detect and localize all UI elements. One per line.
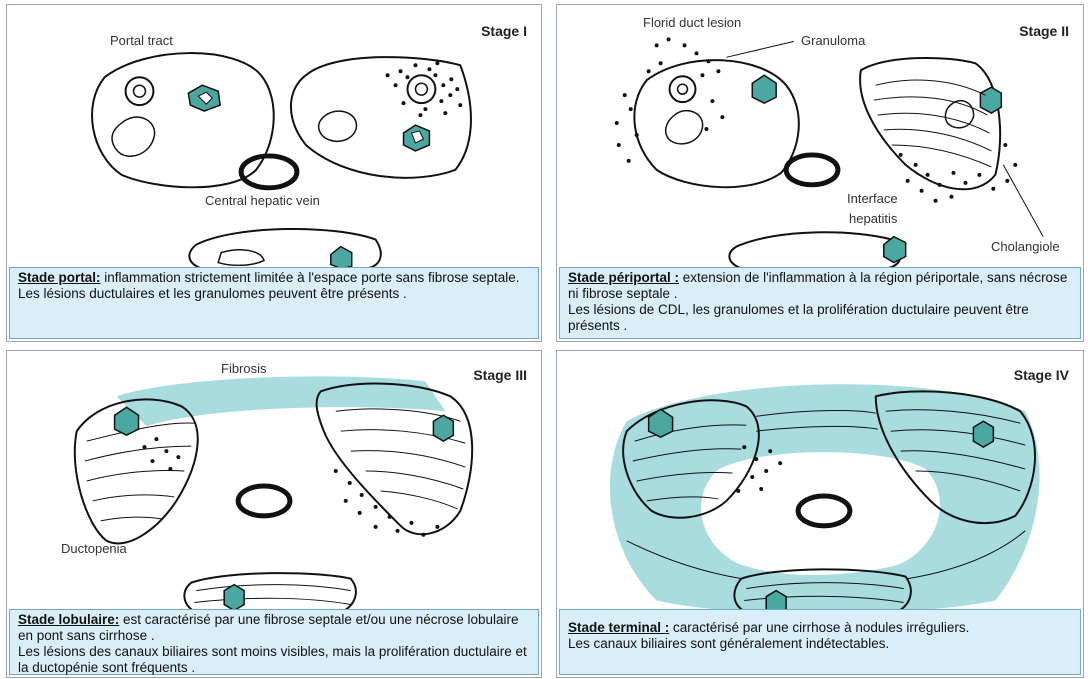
caption-line-2: Les lésions des canaux biliaires sont mo… [18,644,530,676]
stage-3-panel: Stage III Fibrosis Ductopenia Stade lobu… [6,350,542,678]
portal-tract-right [291,57,471,178]
granuloma-label: Granuloma [801,33,865,48]
cirrhotic-fibrosis-ring [610,384,1040,613]
central-vein-label: Central hepatic vein [205,193,320,208]
cholangiole-label: Cholangiole [991,239,1060,254]
stage-caption: Stade terminal : caractérisé par une cir… [559,609,1081,675]
inflammatory-cells [386,61,463,117]
stage-label: Stage III [473,367,527,383]
stage-caption: Stade portal: inflammation strictement l… [9,267,539,339]
caption-line-1: inflammation strictement limitée à l'esp… [101,270,520,285]
stage-1-panel: Stage I Portal tract Central hepatic vei… [6,4,542,342]
central-hepatic-vein [241,156,297,188]
stage-label: Stage II [1019,23,1069,39]
stage-2-panel: Stage II Florid duct lesion Granuloma In… [556,4,1084,342]
caption-title: Stade lobulaire: [18,612,119,627]
stage-label: Stage I [481,23,527,39]
stage-caption: Stade lobulaire: est caractérisé par une… [9,609,539,675]
fibrosis-label: Fibrosis [221,361,267,376]
caption-line-2: Les lésions ductulaires et les granulome… [18,286,530,302]
stage-1-illustration [7,5,541,269]
portal-tract-label: Portal tract [110,33,173,48]
stage-4-illustration [557,351,1083,613]
stage-label: Stage IV [1014,367,1069,383]
caption-line-2: Les lésions de CDL, les granulomes et la… [568,302,1072,334]
ductopenia-label: Ductopenia [61,541,127,556]
stage-4-panel: Stage IV Stade terminal : caractérisé pa… [556,350,1084,678]
interface-hepatitis-label-2: hepatitis [849,211,897,226]
caption-title: Stade portal: [18,270,101,285]
portal-tract-left [92,53,274,187]
stage-3-illustration [7,351,541,613]
caption-title: Stade périportal : [568,270,679,285]
caption-line-1: caractérisé par une cirrhose à nodules i… [669,620,969,635]
caption-title: Stade terminal : [568,620,669,635]
caption-line-2: Les canaux biliaires sont généralement i… [568,636,1072,652]
interface-hepatitis-label-1: Interface [847,191,898,206]
florid-duct-lesion-label: Florid duct lesion [643,15,741,30]
stage-caption: Stade périportal : extension de l'inflam… [559,267,1081,339]
